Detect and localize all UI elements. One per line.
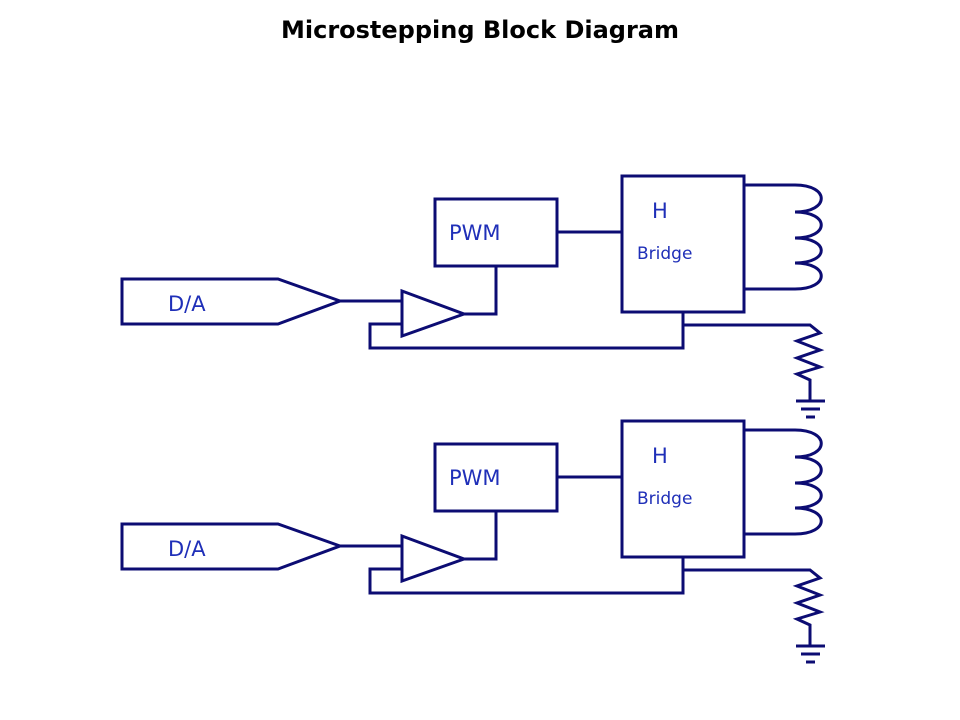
sense-wire [683, 323, 825, 400]
dac-label: D/A [168, 537, 206, 561]
amplifier-symbol [400, 288, 469, 339]
coil-symbol [744, 428, 823, 536]
hbridge-label-bridge: Bridge [637, 489, 692, 509]
amp-to-pwm-wire [464, 266, 498, 316]
dac-label: D/A [168, 292, 206, 316]
ground-icon [796, 644, 825, 664]
channel-2: D/A PWM H Bridge [120, 419, 825, 664]
amplifier-symbol [400, 533, 469, 584]
feedback-wire [368, 557, 685, 595]
feedback-wire [368, 312, 685, 350]
dac-block [120, 522, 345, 571]
dac-block [120, 277, 345, 326]
pwm-label: PWM [449, 221, 501, 245]
channel-1: D/A PWM H Bridge [120, 174, 825, 419]
diagram-title: Microstepping Block Diagram [280, 16, 679, 44]
hbridge-label-bridge: Bridge [637, 244, 692, 264]
amp-to-pwm-wire [464, 511, 498, 561]
hbridge-label-h: H [652, 199, 668, 223]
hbridge-label-h: H [652, 444, 668, 468]
ground-icon [796, 399, 825, 419]
pwm-label: PWM [449, 466, 501, 490]
sense-wire [683, 568, 825, 645]
coil-symbol [744, 183, 823, 291]
